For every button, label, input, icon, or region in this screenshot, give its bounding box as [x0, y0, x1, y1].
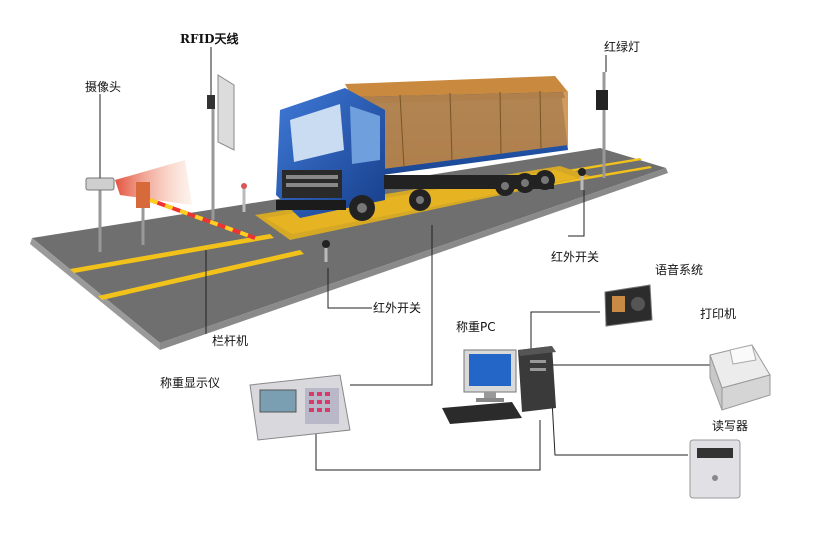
printer-icon	[709, 344, 771, 411]
label-traffic-light: 红绿灯	[604, 40, 641, 54]
label-ir-switch-front: 红外开关	[373, 301, 422, 315]
infrared-switch-icon	[241, 168, 586, 262]
monitor-icon	[463, 349, 517, 402]
barrier-gate-icon	[136, 182, 256, 245]
label-weighing-display: 称重显示仪	[160, 376, 221, 390]
label-voice-system: 语音系统	[655, 263, 704, 277]
label-weighing-pc: 称重PC	[456, 320, 496, 334]
label-ir-switch-right: 红外开关	[551, 250, 600, 264]
label-barrier-gate: 栏杆机	[212, 334, 249, 348]
label-card-reader: 读写器	[712, 419, 749, 433]
truck-icon	[276, 76, 568, 221]
traffic-light-icon	[596, 72, 608, 178]
label-printer: 打印机	[700, 307, 737, 321]
road	[30, 148, 668, 350]
pc-tower-icon	[518, 346, 556, 412]
leader-lines	[99, 47, 607, 334]
label-rfid-antenna: RFID天线	[180, 32, 239, 46]
keyboard-icon	[442, 402, 522, 424]
weighing-display-icon	[249, 374, 351, 441]
cables	[315, 225, 715, 471]
card-reader-icon	[689, 439, 741, 499]
rfid-antenna-icon	[207, 74, 235, 220]
speaker-icon	[604, 284, 653, 327]
camera-icon	[85, 160, 192, 252]
label-camera: 摄像头	[85, 80, 122, 94]
